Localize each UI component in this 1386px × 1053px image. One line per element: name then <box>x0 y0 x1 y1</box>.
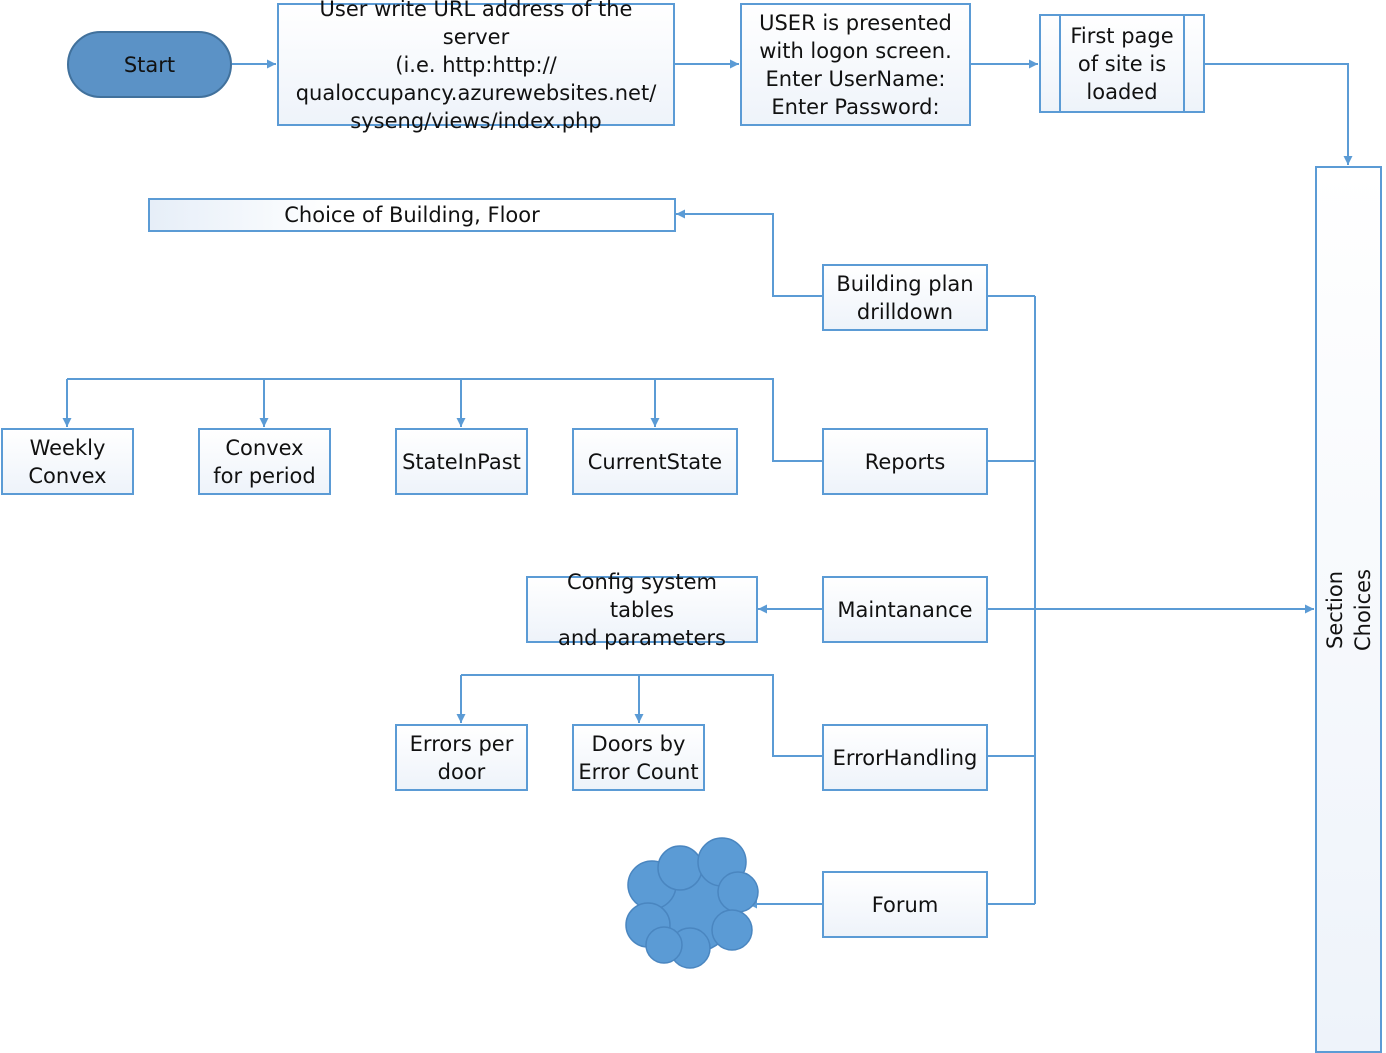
forum: Forum <box>822 871 988 938</box>
weekly-convex: Weekly Convex <box>1 428 134 495</box>
start-terminal: Start <box>67 31 232 98</box>
building-plan-drilldown: Building plan drilldown <box>822 264 988 331</box>
connector-errorhandling-branch <box>461 674 823 757</box>
convex-for-period: Convex for period <box>198 428 331 495</box>
reports: Reports <box>822 428 988 495</box>
current-state: CurrentState <box>572 428 738 495</box>
maintanance: Maintanance <box>822 576 988 643</box>
first-page-label: First page of site is loaded <box>1070 23 1174 104</box>
arrow-building-to-choice <box>676 209 823 297</box>
process-right-bar <box>1183 16 1185 111</box>
choice-building-floor: Choice of Building, Floor <box>148 198 676 232</box>
config-system-tables: Config system tables and parameters <box>526 570 758 650</box>
process-left-bar <box>1059 16 1061 111</box>
state-in-past: StateInPast <box>395 428 528 495</box>
cloud-icon <box>625 837 759 969</box>
doors-by-error-count: Doors by Error Count <box>572 724 705 791</box>
start-label: Start <box>123 52 176 77</box>
error-handling: ErrorHandling <box>822 724 988 791</box>
errors-per-door: Errors per door <box>395 724 528 791</box>
section-choices: Section Choices <box>1315 166 1382 1053</box>
connector-reports-branch <box>67 378 823 462</box>
url-step: User write URL address of the server (i.… <box>277 0 675 133</box>
logon-step: USER is presented with logon screen. Ent… <box>740 3 971 126</box>
arrow-firstpage-to-section <box>1204 63 1353 165</box>
section-choices-label: Section Choices <box>1322 568 1375 651</box>
first-page-step: First page of site is loaded <box>1039 14 1205 113</box>
